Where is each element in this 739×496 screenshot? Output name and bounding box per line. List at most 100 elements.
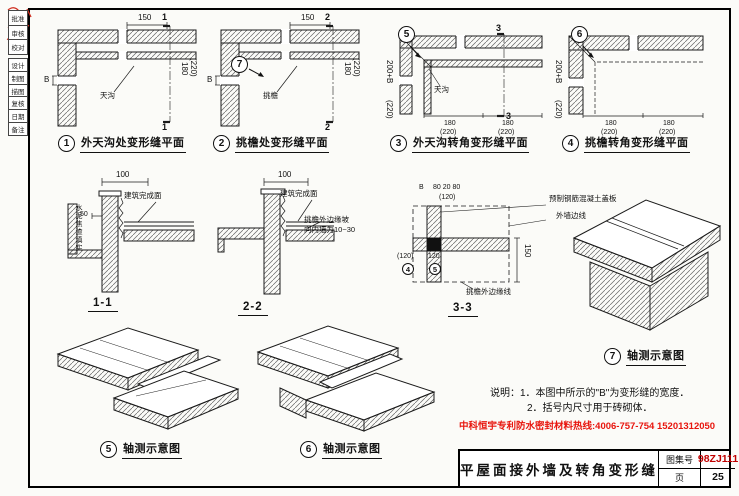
sidebar-table-bottom: 设计 制图 描图 复核 日期 备注 (8, 58, 28, 136)
detail-number-badge: 6 (300, 441, 317, 458)
dim-220: (220) (352, 58, 361, 77)
eave-edge-line-label: 挑檐外边缘线 (466, 287, 511, 296)
sidebar-table-top: 批准 审核 校对 (8, 10, 28, 55)
dim-200-plus-b: 200+B (554, 60, 563, 84)
detail-number-badge: 1 (58, 135, 75, 152)
section-2-2-drawing (217, 178, 335, 295)
axon-7-title: 7 轴测示意图 (604, 347, 686, 366)
axon-7-drawing (572, 199, 722, 331)
detail-number-badge: 4 (562, 135, 579, 152)
axon-ref-7: 7 (231, 56, 248, 73)
axon-6-title: 6 轴测示意图 (300, 440, 382, 459)
cut-mark-1: 1 (162, 12, 168, 22)
ref-6-arrow-icon (582, 45, 594, 58)
detail-title: 轴测示意图 (626, 347, 686, 366)
section-2-2-title: 2-2 (238, 301, 268, 316)
keyed-note-5: 5 (429, 263, 441, 275)
detail-title: 外天沟转角变形缝平面 (412, 134, 529, 153)
section-1-1-title: 1-1 (88, 297, 118, 312)
slope-note-line2: 向内墙为10~30 (304, 225, 356, 234)
dim-150: 150 (301, 13, 315, 22)
plan-4-panel: 200+B (220) 180 180 (220) (220) (554, 26, 707, 156)
dim-220: (220) (659, 129, 676, 136)
dim-180: 180 (444, 120, 456, 127)
axon-7-panel (560, 180, 728, 344)
dim-180: 180 (502, 120, 514, 127)
section-3-3-drawing (412, 204, 547, 290)
detail-number-badge: 7 (604, 348, 621, 365)
cut-mark-3: 3 (506, 111, 512, 121)
sidebar-cell: 描图 (9, 85, 27, 98)
sidebar-cell: 复核 (9, 97, 27, 111)
dim-150: 150 (523, 244, 532, 258)
axon-5-title: 5 轴测示意图 (100, 440, 182, 459)
dim-120-paren: (120) (439, 194, 456, 201)
dim-220: (220) (189, 58, 198, 77)
detail-title: 轴测示意图 (322, 440, 382, 459)
notes-heading: 说明： (490, 388, 520, 399)
plan-3-title: 3 外天沟转角变形缝平面 (390, 134, 529, 153)
detail-title: 挑檐处变形缝平面 (235, 134, 329, 153)
ref-5-arrow-icon (409, 45, 421, 58)
detail-title: 挑檐转角变形缝平面 (584, 134, 690, 153)
dim-joint-width: B (44, 75, 50, 84)
axon-6-panel (250, 318, 440, 436)
section-2-2-panel: 100 建筑完成面 挑檐外边缘坡 向内墙为10~30 (208, 170, 358, 300)
gutter-label: 天沟 (100, 91, 115, 100)
section-3-3-title: 3-3 (448, 302, 478, 317)
axon-6-drawing (256, 325, 436, 432)
detail-number-badge: 3 (390, 135, 407, 152)
dims-80-20-80: 80 20 80 (433, 184, 461, 191)
notes-line-2: 2．括号内尺寸用于砖砌体． (527, 403, 653, 414)
dim-b: B (419, 184, 424, 191)
dim-ref-a: (120) (397, 253, 414, 260)
detail-number-badge: 2 (213, 135, 230, 152)
plan-3-drawing (399, 32, 543, 118)
dim-220: (220) (554, 100, 563, 119)
keyed-note-4: 4 (402, 263, 414, 275)
cut-mark-3: 3 (496, 23, 502, 33)
dim-180: 180 (343, 62, 352, 76)
cut-mark-2: 2 (325, 12, 331, 22)
dim-180: 180 (605, 120, 617, 127)
plan-4-drawing (568, 35, 704, 118)
finish-surface-label: 建筑完成面 (124, 191, 162, 200)
sheet-title: 平屋面接外墙及转角变形缝 (460, 451, 659, 486)
sidebar-cell: 设计 (9, 59, 27, 72)
axon-5-panel (52, 318, 242, 436)
finish-surface-label: 建筑完成面 (280, 189, 318, 198)
dim-100: 100 (278, 170, 292, 179)
detail-title: 外天沟处变形缝平面 (80, 134, 186, 153)
sidebar-cell: 备注 (11, 127, 25, 135)
axon-ref-6: 6 (571, 26, 588, 43)
plan-1-panel: 150 B 180 (220) 天沟 1 1 (44, 13, 200, 132)
plan-3-panel: 200+B (220) 天沟 3 3 180 180 (220) (220) (385, 23, 546, 156)
dim-220: (220) (498, 129, 515, 136)
red-watermark-text: 中科恒宇专利防水密封材料热线:4006-757-754 15201312050 (459, 421, 716, 432)
dim-180: 180 (663, 120, 675, 127)
eave-label: 挑檐 (263, 91, 278, 100)
detail-title: 轴测示意图 (122, 440, 182, 459)
sidebar-cell: 校对 (11, 45, 25, 53)
sidebar-cell: 日期 (9, 110, 27, 124)
cut-mark-1: 1 (162, 122, 168, 132)
dim-150: 150 (138, 13, 152, 22)
precast-cover-slab-label: 预制钢筋混凝土盖板 (549, 194, 617, 203)
plan-2-drawing (215, 22, 360, 127)
section-1-1-panel: 100 建筑完成面 50 水泥焦渣填实 (58, 170, 198, 296)
notes-block: 说明：1．本图中所示的"B"为变形缝的宽度． 2．括号内尺寸用于砖砌体． (490, 386, 689, 416)
plan-1-drawing (52, 22, 197, 127)
dim-180: 180 (180, 62, 189, 76)
dim-220: (220) (601, 129, 618, 136)
sidebar-cell: 制图 (9, 72, 27, 85)
axon-5-drawing (56, 327, 240, 430)
plan-1-title: 1 外天沟处变形缝平面 (58, 134, 186, 153)
dim-50: 50 (80, 211, 88, 218)
atlas-number-label: 图集号 (659, 451, 701, 469)
plan-2-title: 2 挑檐处变形缝平面 (213, 134, 329, 153)
axon-ref-5: 5 (398, 26, 415, 43)
page-number-value: 25 (712, 471, 724, 484)
drawing-frame (28, 8, 731, 488)
section-3-3-panel: B 80 20 80 (120) 150 (383, 182, 548, 292)
